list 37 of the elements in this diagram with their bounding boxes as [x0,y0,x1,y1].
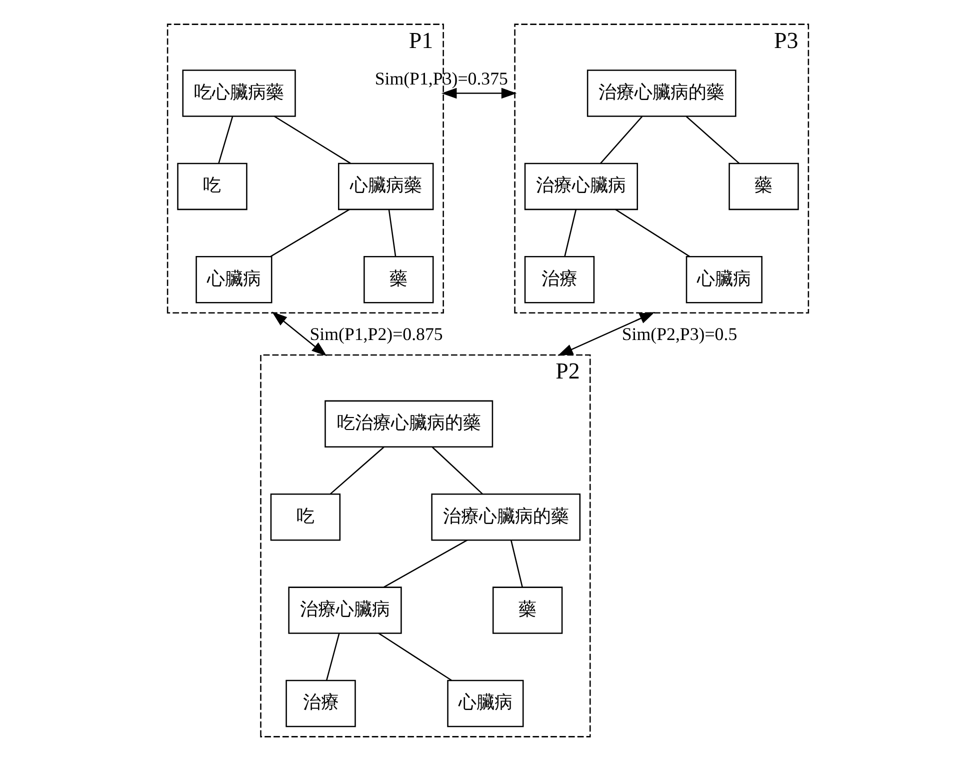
node-box: 心臟病藥 [338,162,434,210]
edge-label: Sim(P1,P2)=0.875 [309,323,442,344]
connector [388,209,396,256]
node-box: 治療 [285,679,356,727]
connector [329,446,384,494]
node-box: 治療心臟病 [524,162,638,210]
connector [218,116,233,164]
node-box: 心臟病 [446,679,524,727]
connector [325,632,340,680]
connector [685,116,740,164]
node-box: 治療心臟病 [288,586,402,634]
node-box: 吃心臟病藥 [182,69,296,116]
connector [600,116,642,164]
arrow [271,311,326,356]
arrow [557,312,654,356]
arrow [440,87,516,98]
connector [431,446,483,494]
connector [270,208,350,257]
node-box: 藥 [363,256,434,303]
connector [510,540,522,587]
edge-label: Sim(P1,P3)=0.375 [374,68,508,88]
node-box: 心臟病 [195,256,272,303]
node-box: 吃 [176,162,247,210]
connector [614,208,690,257]
connector [273,115,350,164]
node-box: 吃 [270,492,340,540]
connector [382,539,468,588]
connector [564,209,576,256]
connector [378,632,452,680]
node-box: 藥 [492,586,562,634]
node-box: 心臟病 [685,256,762,303]
edge-label: Sim(P2,P3)=0.5 [621,323,737,344]
node-box: 藥 [728,162,798,210]
node-box: 治療 [524,256,594,303]
node-box: 治療心臟病的藥 [586,69,736,116]
node-box: 治療心臟病的藥 [430,492,580,540]
node-box: 吃治療心臟病的藥 [324,400,493,448]
